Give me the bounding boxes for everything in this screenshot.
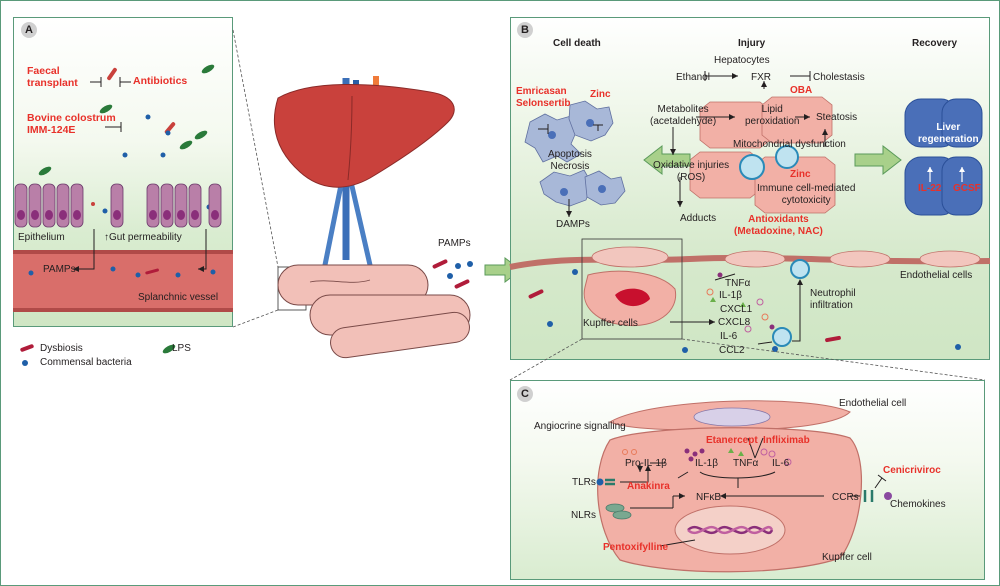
pentoxifylline-label: Pentoxifylline bbox=[603, 542, 669, 553]
splanchnic-vessel-label: Splanchnic vessel bbox=[138, 292, 219, 303]
damps-label: DAMPs bbox=[556, 219, 590, 230]
tlrs-label: TLRs bbox=[572, 477, 596, 488]
legend-commensal: Commensal bacteria bbox=[40, 357, 132, 368]
kupffer-cell-label: Kupffer cell bbox=[822, 552, 872, 563]
bovine-colostrum-label: Bovine colostrum IMM-124E bbox=[27, 112, 116, 137]
il1b-b-label: IL-1β bbox=[719, 290, 742, 301]
zinc-2-label: Zinc bbox=[790, 169, 811, 180]
il6-c-label: IL-6 bbox=[772, 458, 790, 469]
tnfa-b-label: TNFα bbox=[725, 278, 751, 289]
panel-b-badge: B bbox=[517, 22, 533, 38]
il1b-c-label: IL-1β bbox=[695, 458, 718, 469]
epithelium-label: Epithelium bbox=[18, 232, 65, 243]
antibiotics-label: Antibiotics bbox=[133, 75, 188, 87]
mito-label: Mitochondrial dysfunction bbox=[733, 139, 846, 150]
ethanol-label: Ethanol bbox=[676, 72, 710, 83]
neutrophil-label: Neutrophil infiltration bbox=[810, 288, 856, 311]
nlrs-label: NLRs bbox=[571, 510, 597, 521]
panel-c-graphics bbox=[596, 400, 892, 573]
legend-graphics bbox=[20, 344, 176, 366]
angiocrine-label: Angiocrine signalling bbox=[534, 421, 626, 432]
kupffer-cells-label: Kupffer cells bbox=[583, 318, 638, 329]
il22-label: IL-22 bbox=[918, 183, 942, 194]
endothelial-cells-label: Endothelial cells bbox=[900, 270, 973, 281]
adducts-label: Adducts bbox=[680, 213, 717, 224]
pamps-center-graphics bbox=[432, 259, 473, 289]
legend-lps: LPS bbox=[172, 343, 191, 354]
oba-label: OBA bbox=[790, 85, 813, 96]
legend-dysbiosis: Dysbiosis bbox=[40, 343, 83, 354]
cxcl8-b-label: CXCL8 bbox=[718, 317, 751, 328]
chemokines-label: Chemokines bbox=[890, 499, 946, 510]
liver-regeneration-label: Liver regeneration bbox=[918, 122, 979, 145]
pamps-center-label: PAMPs bbox=[438, 238, 471, 249]
faecal-transplant-label: Faecal transplant bbox=[27, 65, 78, 90]
immune-label: Immune cell-mediated cytotoxicity bbox=[757, 183, 856, 206]
injury-heading: Injury bbox=[738, 38, 766, 49]
gut-permeability-label: ↑Gut permeability bbox=[104, 232, 182, 243]
hepatocytes-label: Hepatocytes bbox=[714, 55, 770, 66]
apoptosis-label: Apoptosis Necrosis bbox=[548, 149, 592, 172]
nfkb-label: NFκB bbox=[696, 492, 721, 503]
liver-gut-illustration bbox=[274, 76, 471, 359]
panel-a-badge: A bbox=[21, 22, 37, 38]
tnfa-c-label: TNFα bbox=[733, 458, 759, 469]
ccl2-b-label: CCL2 bbox=[719, 345, 745, 356]
metabolites-label: Metabolites (acetaldehyde) bbox=[650, 104, 717, 127]
panel-b-graphics bbox=[509, 71, 991, 353]
emricasan-label: Emricasan Selonsertib bbox=[516, 86, 571, 109]
gcsf-label: GCSF bbox=[953, 183, 981, 194]
ccrs-label: CCRs bbox=[832, 492, 859, 503]
cholestasis-label: Cholestasis bbox=[813, 72, 865, 83]
cenicriviroc-label: Cenicriviroc bbox=[883, 465, 941, 476]
endothelial-cell-label: Endothelial cell bbox=[839, 398, 907, 409]
pro-il1b-label: Pro-IL-1β bbox=[625, 458, 667, 469]
infliximab-label: Infliximab bbox=[763, 435, 810, 446]
oxidative-label: Oxidative injuries (ROS) bbox=[653, 160, 730, 183]
il6-b-label: IL-6 bbox=[720, 331, 738, 342]
cell-death-heading: Cell death bbox=[553, 38, 601, 49]
lipid-label: Lipid peroxidation bbox=[745, 104, 800, 127]
etanercept-label: Etanercept bbox=[706, 435, 758, 446]
fxr-label: FXR bbox=[751, 72, 771, 83]
recovery-heading: Recovery bbox=[912, 38, 958, 49]
panel-a-graphics bbox=[13, 64, 233, 312]
anakinra-label: Anakinra bbox=[627, 481, 670, 492]
zinc-1-label: Zinc bbox=[590, 89, 611, 100]
steatosis-label: Steatosis bbox=[816, 112, 858, 123]
cxcl1-b-label: CXCL1 bbox=[720, 304, 753, 315]
antioxidants-label: Antioxidants (Metadoxine, NAC) bbox=[734, 214, 823, 237]
panel-c-badge: C bbox=[517, 386, 533, 402]
pamps-a-label: PAMPs bbox=[43, 264, 76, 275]
